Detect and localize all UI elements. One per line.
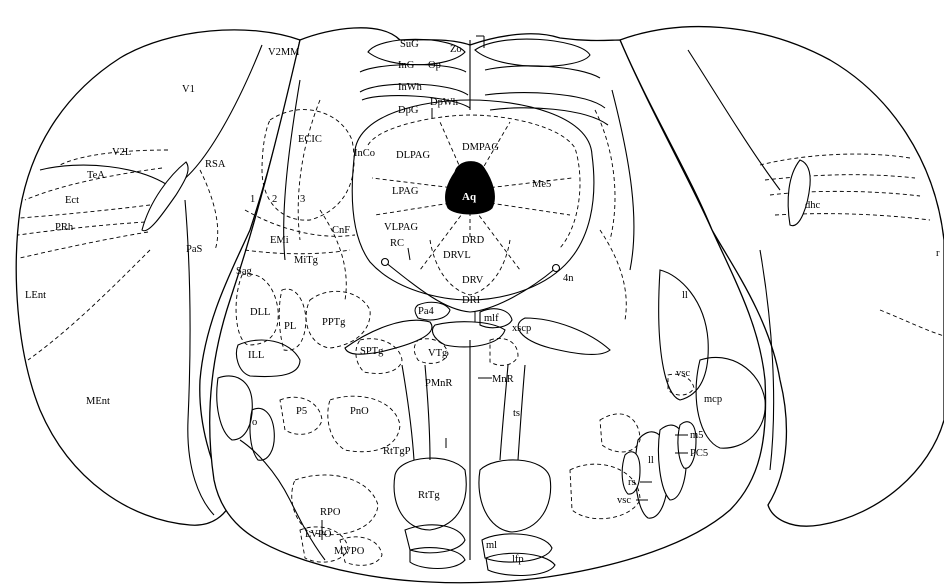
label-DRD: DRD xyxy=(462,235,485,246)
label-DMPAG: DMPAG xyxy=(462,142,499,153)
label-dhc: dhc xyxy=(805,200,821,211)
left-hemisphere xyxy=(15,29,301,526)
label-PaS: PaS xyxy=(186,244,203,255)
label-EMi: EMi xyxy=(270,235,289,246)
label-Pa4: Pa4 xyxy=(418,306,435,317)
label-mcp: mcp xyxy=(704,394,722,405)
label-MVPO: MVPO xyxy=(334,546,365,557)
label-RSA: RSA xyxy=(205,159,226,170)
label-m5: m5 xyxy=(690,430,703,441)
label-V2MM: V2MM xyxy=(268,47,300,58)
label-P5: P5 xyxy=(296,406,307,417)
label-ECIC: ECIC xyxy=(298,134,322,145)
label-Zo: Zo xyxy=(450,44,462,55)
label-mlf: mlf xyxy=(484,313,499,324)
label-lfp: lfp xyxy=(512,554,524,565)
label-PL: PL xyxy=(284,321,296,332)
label-Sag: Sag xyxy=(236,266,253,277)
label-DRV: DRV xyxy=(462,275,484,286)
label-DpG: DpG xyxy=(398,105,419,116)
label-InCo: InCo xyxy=(354,148,375,159)
label-r: r xyxy=(936,248,940,259)
label-RtTg: RtTg xyxy=(418,490,440,501)
region-labels: SuG Zo InG Op InWh DpG DpWh V2MM V1 V2L … xyxy=(25,39,940,565)
aqueduct-shape xyxy=(445,161,495,215)
label-DLPAG: DLPAG xyxy=(396,150,430,161)
label-n3: 3 xyxy=(300,194,305,205)
label-TeA: TeA xyxy=(87,170,105,181)
label-n2: 2 xyxy=(272,194,277,205)
label-VTg: VTg xyxy=(428,348,448,359)
label-PRh: PRh xyxy=(55,222,74,233)
label-ll-2: ll xyxy=(648,455,654,466)
label-o: o xyxy=(252,417,257,428)
label-RC: RC xyxy=(390,238,404,249)
label-InG: InG xyxy=(398,60,415,71)
label-MEnt: MEnt xyxy=(86,396,110,407)
label-SuG: SuG xyxy=(400,39,419,50)
label-ts: ts xyxy=(513,408,520,419)
label-RPO: RPO xyxy=(320,507,341,518)
label-VLPAG: VLPAG xyxy=(384,222,418,233)
label-ticks xyxy=(321,35,688,540)
label-PPTg: PPTg xyxy=(322,317,346,328)
label-Me5: Me5 xyxy=(532,179,551,190)
label-RtTgP: RtTgP xyxy=(383,446,411,457)
label-LVPO: LVPO xyxy=(305,529,332,540)
label-ll: ll xyxy=(682,290,688,301)
label-SPTg: SPTg xyxy=(360,346,384,357)
label-PnO: PnO xyxy=(350,406,369,417)
label-LPAG: LPAG xyxy=(392,186,419,197)
label-vsc: vsc xyxy=(676,368,690,379)
label-MnR: MnR xyxy=(492,374,514,385)
brainstem xyxy=(209,27,767,584)
label-DRVL: DRVL xyxy=(443,250,471,261)
label-rs: rs xyxy=(628,477,636,488)
label-PC5: PC5 xyxy=(690,448,708,459)
label-LEnt: LEnt xyxy=(25,290,46,301)
label-V1: V1 xyxy=(182,84,195,95)
label-ml: ml xyxy=(486,540,497,551)
label-PMnR: PMnR xyxy=(425,378,452,389)
label-DpWh: DpWh xyxy=(430,97,459,108)
label-DRI: DRI xyxy=(462,295,481,306)
label-DLL: DLL xyxy=(250,307,270,318)
label-CnF: CnF xyxy=(332,225,350,236)
label-n1: 1 xyxy=(250,194,255,205)
label-MiTg: MiTg xyxy=(294,255,319,266)
label-ILL: ILL xyxy=(248,350,264,361)
label-Op: Op xyxy=(428,60,441,71)
label-xscp: xscp xyxy=(512,323,531,334)
label-Aq: Aq xyxy=(462,191,477,203)
label-Ect: Ect xyxy=(65,195,79,206)
label-vsc-2: vsc xyxy=(617,495,631,506)
label-4n: 4n xyxy=(563,273,574,284)
label-V2L: V2L xyxy=(112,147,131,158)
label-InWh: InWh xyxy=(398,82,423,93)
